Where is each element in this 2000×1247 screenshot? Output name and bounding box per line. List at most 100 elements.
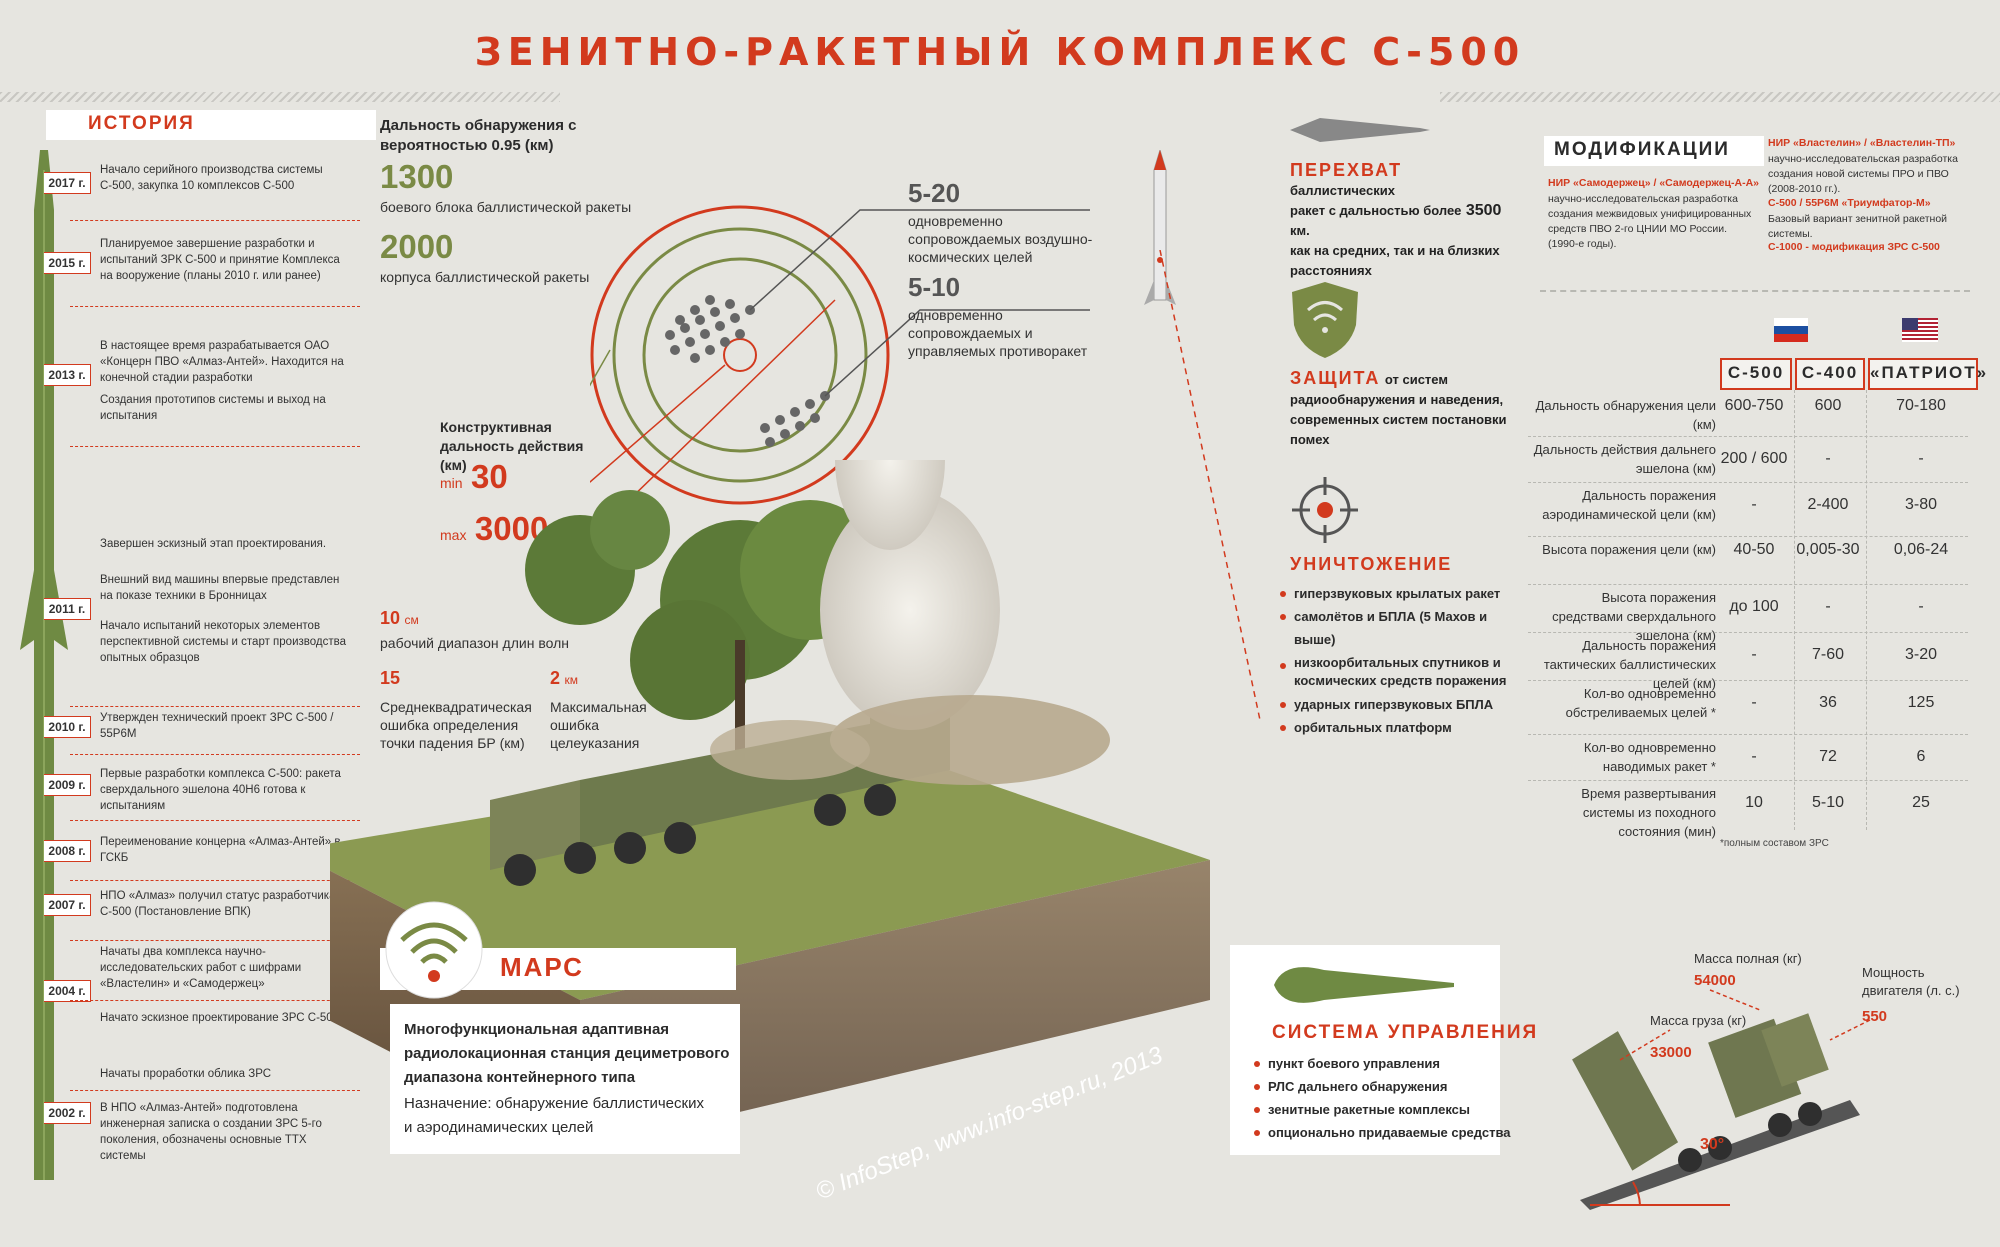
usa-flag-icon [1902, 318, 1938, 342]
table-cell: 0,005-30 [1796, 540, 1860, 558]
history-item-text: Начало серийного производства системы С-… [100, 164, 323, 192]
table-row-label: Дальность обнаружения цели (км) [1535, 398, 1716, 432]
mass-full-label: Масса полная (кг) [1694, 951, 1802, 966]
targeting-error-value: 2 км [550, 668, 578, 688]
history-item-text: Начаты два комплекса научно-исследовател… [100, 946, 302, 990]
history-divider [70, 1090, 360, 1091]
destroy-item: гиперзвуковых крылатых ракет [1280, 582, 1520, 605]
control-item: зенитные ракетные комплексы [1254, 1098, 1511, 1121]
history-item-text: Планируемое завершение разработки и испы… [100, 238, 340, 282]
history-item-text: Первые разработки комплекса С-500: ракет… [100, 768, 341, 812]
title-rule-left [0, 92, 560, 102]
col-sep [1794, 390, 1795, 830]
col-head-patriot: «ПАТРИОТ» [1868, 358, 1986, 390]
col-sep [1866, 390, 1867, 830]
history-year-tag: 2002 г. [44, 1102, 91, 1124]
power-value: 550 [1862, 1008, 1888, 1025]
table-cell: 7-60 [1811, 646, 1845, 663]
rms-error-value: 15 [380, 668, 401, 688]
targeting-error-text: Максимальная ошибка целеуказания [550, 699, 647, 751]
history-item-text: Начаты проработки облика ЗРС [100, 1068, 272, 1080]
history-year-tag: 2010 г. [44, 716, 91, 738]
history-item-text: Утвержден технический проект ЗРС С-500 /… [100, 712, 334, 740]
mass-cargo-label: Масса груза (кг) [1650, 1013, 1747, 1028]
range-label: Конструктивная дальность действия (км) [440, 419, 584, 473]
destroy-list: гиперзвуковых крылатых ракет самолётов и… [1280, 582, 1520, 739]
page-title: ЗЕНИТНО-РАКЕТНЫЙ КОМПЛЕКС С-500 [474, 30, 1526, 74]
history-year-tag: 2008 г. [44, 840, 91, 862]
table-cell: 600 [1814, 396, 1842, 414]
rms-error-text: Среднеквадратическая ошибка определения … [380, 699, 532, 751]
table-row-label: Дальность действия дальнего эшелона (км) [1533, 442, 1716, 476]
table-cell: - [1751, 496, 1757, 513]
mars-description: Многофункциональная адаптивная радиолока… [404, 1021, 730, 1086]
table-cell: - [1751, 646, 1757, 663]
table-cell: 3-80 [1904, 496, 1938, 513]
mass-full-value: 54000 [1694, 972, 1736, 989]
table-cell: 40-50 [1733, 540, 1775, 558]
table-row-divider [1528, 780, 1968, 781]
russia-flag-icon [1774, 318, 1808, 342]
history-heading: ИСТОРИЯ [46, 110, 376, 140]
table-row-divider [1528, 436, 1968, 437]
rocket-dashed-link [1159, 250, 1261, 721]
history-year-tag: 2004 г. [44, 980, 91, 1002]
mars-description-box [390, 1004, 740, 1154]
table-cell: 0,06-24 [1893, 540, 1949, 558]
mod-4-name: С-1000 - модификация ЗРС С-500 [1768, 241, 1940, 253]
power-label: Мощность двигателя (л. с.) [1862, 965, 1960, 998]
destroy-item: самолётов и БПЛА (5 Махов и выше) [1280, 605, 1520, 651]
history-year-tag: 2009 г. [44, 774, 91, 796]
history-item-text: Начало испытаний некоторых элементов пер… [100, 620, 346, 664]
control-heading: СИСТЕМА УПРАВЛЕНИЯ [1272, 1022, 1539, 1043]
history-item-text: В НПО «Алмаз-Антей» подготовлена инженер… [100, 1102, 322, 1162]
table-cell: 3-20 [1904, 646, 1938, 663]
table-row-divider [1528, 482, 1968, 483]
detection-value-1: 1300 [380, 158, 454, 195]
table-cell: - [1751, 748, 1757, 765]
history-year-tag: 2011 г. [44, 598, 91, 620]
table-row-label: Время развертывания системы из походного… [1581, 786, 1716, 839]
table-footnote: *полным составом ЗРС [1720, 838, 1829, 849]
destroy-heading: УНИЧТОЖЕНИЕ [1290, 554, 1453, 574]
table-row-label: Высота поражения цели (км) [1542, 542, 1716, 557]
table-cell: 36 [1819, 694, 1837, 711]
history-item-text: В настоящее время разрабатывается ОАО «К… [100, 340, 344, 384]
table-row-label: Высота поражения средствами сверхдальног… [1552, 590, 1716, 643]
history-divider [70, 446, 360, 447]
table-cell: 25 [1912, 794, 1930, 811]
table-cell: 72 [1819, 748, 1837, 765]
table-cell: 10 [1745, 794, 1763, 811]
tracked-targets-value: 5-20 [908, 178, 961, 208]
history-item-text: Внешний вид машины впервые представлен н… [100, 574, 340, 602]
range-min: min 30 [440, 458, 508, 495]
table-row-divider [1528, 680, 1968, 681]
table-row-label: Дальность поражения аэродинамической цел… [1542, 488, 1716, 522]
timeline-missile-icon [20, 150, 68, 1180]
launcher-vehicle-icon [1572, 1013, 1860, 1210]
control-list: пункт боевого управления РЛС дальнего об… [1254, 1052, 1511, 1144]
table-cell: 2-400 [1807, 496, 1849, 513]
guided-missiles-value: 5-10 [908, 272, 961, 302]
mod-2-name: НИР «Властелин» / «Властелин-ТП» [1768, 137, 1956, 149]
history-divider [70, 820, 360, 821]
table-row-divider [1528, 734, 1968, 735]
wavelength-text: рабочий диапазон длин волн [380, 635, 569, 651]
history-item-text: Завершен эскизный этап проектирования. [100, 538, 327, 550]
table-cell: 125 [1907, 694, 1935, 711]
history-year-tag: 2015 г. [44, 252, 91, 274]
history-item-text: Переименование концерна «Алмаз-Антей» в … [100, 836, 341, 864]
history-divider [70, 754, 360, 755]
table-row-label: Кол-во одновременно наводимых ракет * [1583, 740, 1716, 774]
modifications-heading-box: МОДИФИКАЦИИ [1544, 136, 1764, 166]
radar-signal-icon [385, 901, 483, 999]
history-divider [70, 706, 360, 707]
history-divider [70, 220, 360, 221]
detection-value-2: 2000 [380, 228, 454, 265]
mod-1-text: научно-исследовательская разработка созд… [1548, 193, 1752, 250]
vehicle-callout-lines [1619, 989, 1871, 1061]
table-row-label: Дальность поражения тактических баллисти… [1543, 638, 1716, 691]
interceptor-icon [1290, 118, 1430, 142]
warhead-icon [1274, 967, 1454, 1003]
wavelength-value: 10 см [380, 608, 419, 628]
